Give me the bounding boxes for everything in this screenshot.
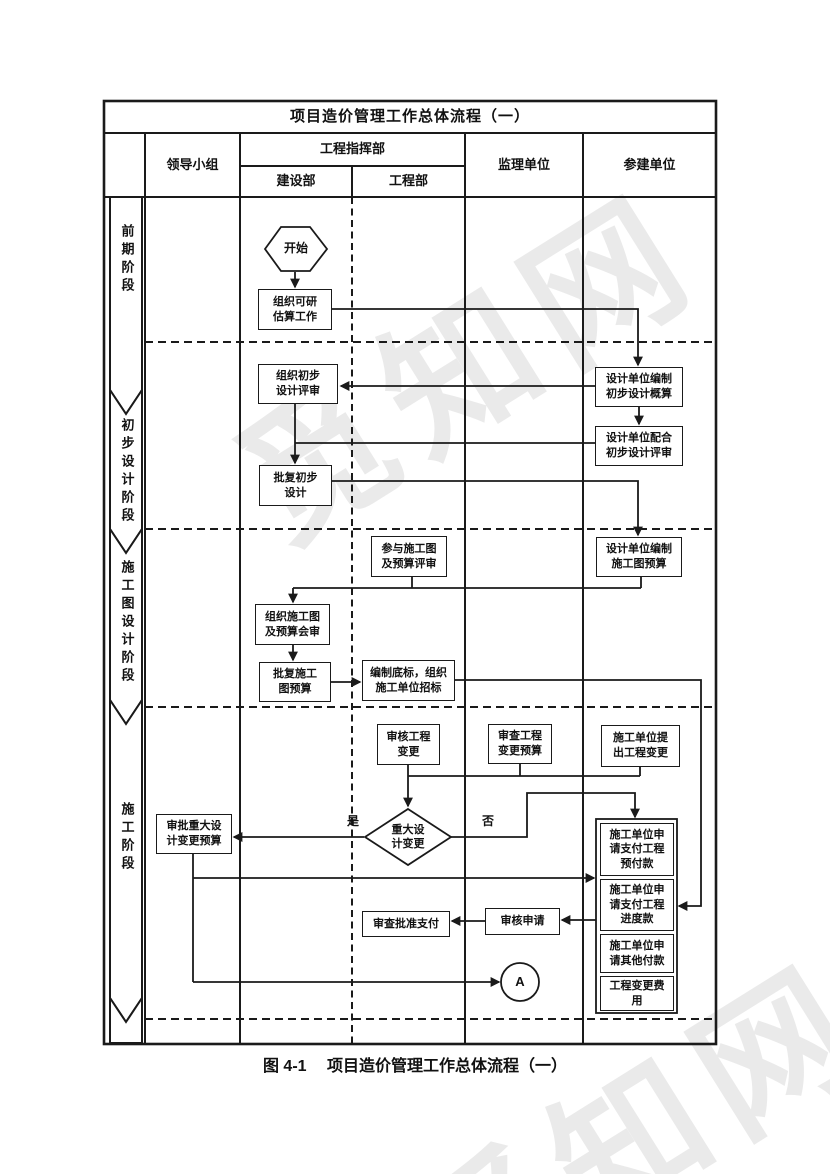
column-header-command-hq: 工程指挥部 <box>319 141 385 157</box>
stage-label-preliminary-design: 初步设计阶段 <box>119 418 135 526</box>
decision-no-label: 否 <box>482 814 495 828</box>
node-base-bid-tender: 编制底标，组织 施工单位招标 <box>362 660 455 701</box>
connector-a-label: A <box>515 973 525 989</box>
edge-approveprelim-drawingbudget <box>332 480 643 537</box>
node-design-coop-review: 设计单位配合 初步设计评审 <box>595 426 683 466</box>
stage-label-early-phase: 前期阶段 <box>119 224 135 296</box>
column-header-construction-dept: 建设部 <box>276 173 316 189</box>
major-change-diamond <box>363 807 453 867</box>
decision-yes-label: 是 <box>347 814 360 828</box>
flow-connectors <box>192 272 702 987</box>
edge-feasibility-prelim-estimate <box>332 308 643 367</box>
node-feasibility-estimate: 组织可研 估算工作 <box>258 289 332 330</box>
node-approve-prelim-design: 批复初步 设计 <box>259 465 332 506</box>
node-pay-progress: 施工单位申 请支付工程 进度款 <box>600 879 674 931</box>
node-design-prelim-estimate: 设计单位编制 初步设计概算 <box>595 367 683 407</box>
stage-banner-stub <box>109 994 143 1044</box>
node-approve-pay: 审查批准支付 <box>362 911 450 937</box>
node-review-apply: 审核申请 <box>485 908 560 935</box>
node-approve-major-change-budget: 审批重大设 计变更预算 <box>156 814 232 854</box>
connector-a-circle <box>500 962 540 1002</box>
start-hexagon <box>263 226 329 272</box>
page-title: 项目造价管理工作总体流程（一） <box>289 108 530 126</box>
stage-label-construction: 施工阶段 <box>119 802 135 874</box>
major-change-decision-label: 重大设 计变更 <box>391 823 425 850</box>
node-approve-drawing-budget: 批复施工 图预算 <box>259 662 331 702</box>
edge-basebid-payprogress <box>455 679 702 911</box>
stage-banners <box>109 196 143 1044</box>
stage-label-drawing-design: 施工图设计阶段 <box>119 560 135 686</box>
column-header-supervision-unit: 监理单位 <box>497 156 550 172</box>
figure-caption: 图 4-1 项目造价管理工作总体流程（一） <box>262 1058 568 1075</box>
node-review-change-budget: 审查工程 变更预算 <box>488 724 552 764</box>
node-change-cost: 工程变更费 用 <box>600 976 674 1011</box>
edge-diamond-no <box>451 792 640 838</box>
node-propose-change: 施工单位提 出工程变更 <box>601 725 680 767</box>
column-header-engineering-dept: 工程部 <box>388 173 428 189</box>
node-org-prelim-design-review: 组织初步 设计评审 <box>258 364 338 404</box>
node-join-drawing-review: 参与施工图 及预算评审 <box>371 536 447 577</box>
column-header-participating-unit: 参建单位 <box>623 156 676 172</box>
start-node-label: 开始 <box>283 241 308 256</box>
node-pay-other: 施工单位申 请其他付款 <box>600 934 674 973</box>
node-org-drawing-review: 组织施工图 及预算会审 <box>255 604 330 645</box>
node-design-drawing-budget: 设计单位编制 施工图预算 <box>596 537 682 577</box>
node-pay-advance: 施工单位申 请支付工程 预付款 <box>600 823 674 876</box>
column-header-leader-group: 领导小组 <box>166 156 219 172</box>
node-review-change: 审核工程 变更 <box>377 724 440 765</box>
